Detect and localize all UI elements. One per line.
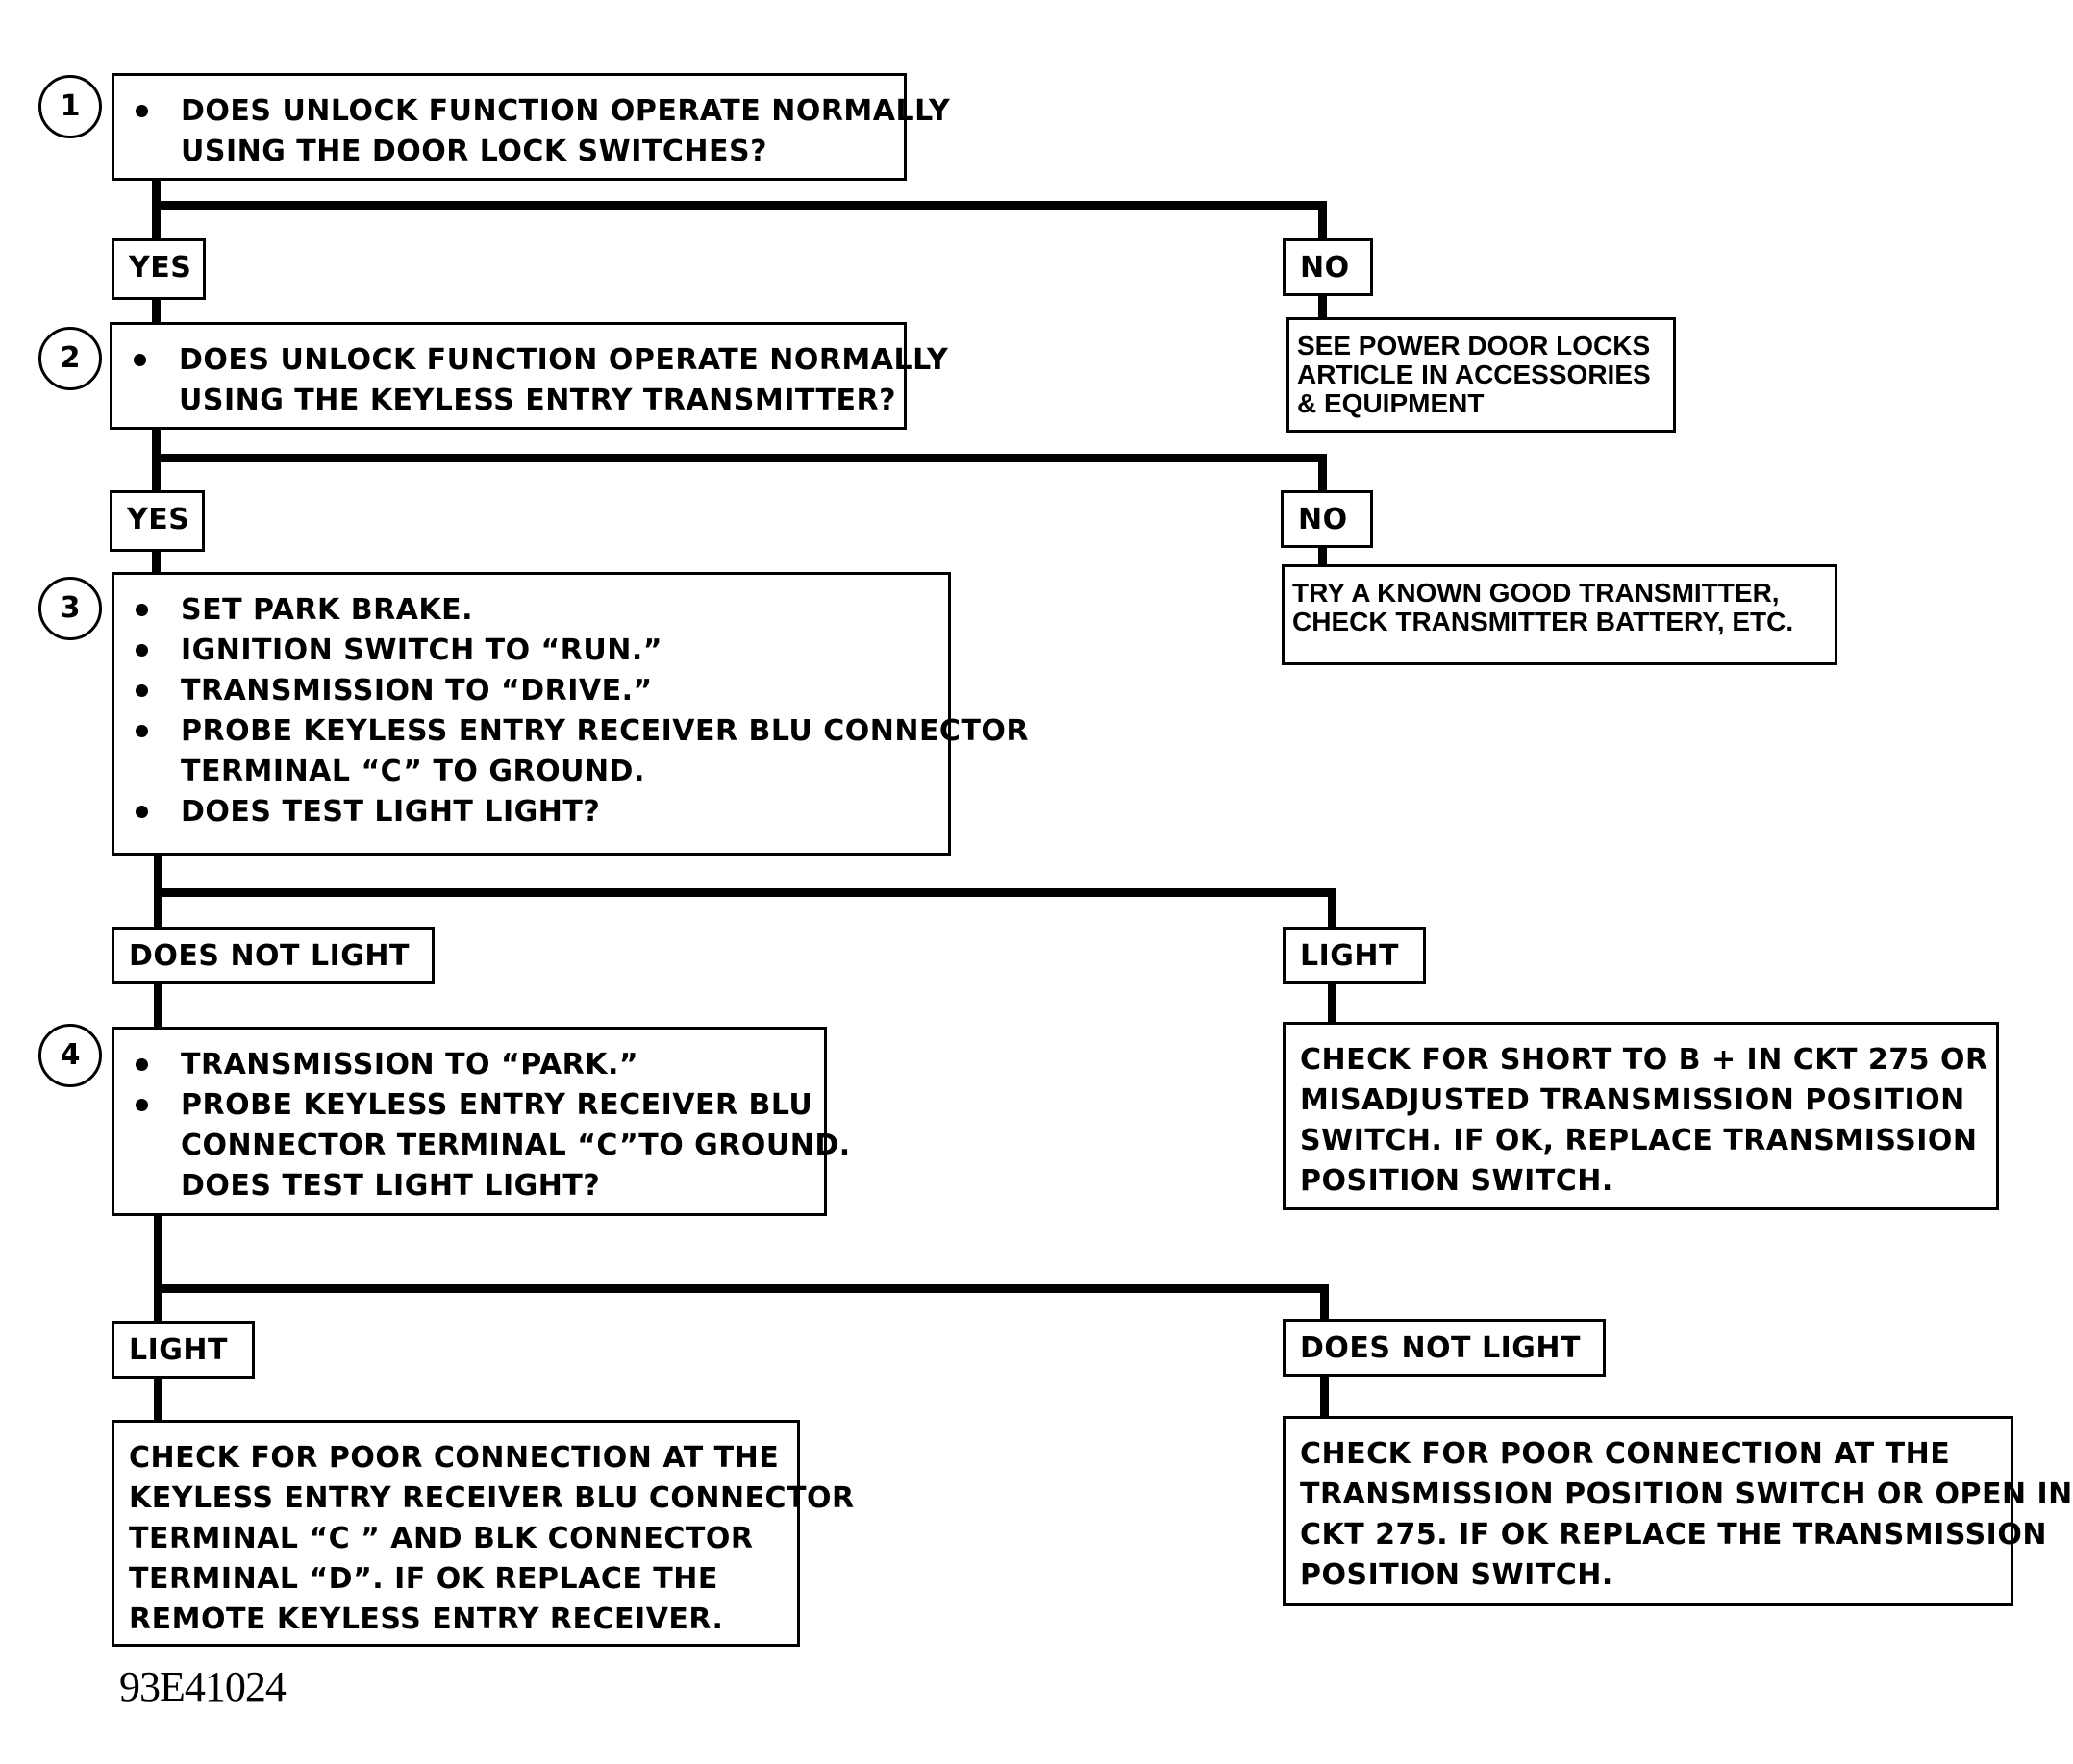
text-line: REMOTE KEYLESS ENTRY RECEIVER. <box>129 1603 724 1636</box>
text-line: MISADJUSTED TRANSMISSION POSITION <box>1300 1083 1965 1117</box>
text-line: POSITION SWITCH. <box>1300 1164 1613 1198</box>
connector-line <box>1318 546 1327 566</box>
text-line: TRANSMISSION POSITION SWITCH OR OPEN IN <box>1300 1478 2073 1511</box>
branch-label-light: LIGHT <box>112 1321 255 1379</box>
connector-line <box>1318 454 1327 492</box>
text-line: POSITION SWITCH. <box>1300 1558 1613 1592</box>
bullet-line: IGNITION SWITCH TO “RUN.” <box>134 631 938 671</box>
text-line: SWITCH. IF OK, REPLACE TRANSMISSION <box>1300 1124 1978 1157</box>
connector-line <box>1328 982 1336 1022</box>
branch-label-does-not-light: DOES NOT LIGHT <box>112 927 435 984</box>
connector-line <box>1318 201 1327 239</box>
connector-line <box>1320 1375 1329 1418</box>
text-line: CHECK FOR SHORT TO B + IN CKT 275 OR <box>1300 1043 1988 1077</box>
text-line: USING THE DOOR LOCK SWITCHES? <box>181 135 767 168</box>
step-number-circle: 1 <box>38 75 102 138</box>
step-3-question-box: SET PARK BRAKE.IGNITION SWITCH TO “RUN.”… <box>112 572 1029 856</box>
connector-line <box>152 454 1327 462</box>
figure-id: 93E41024 <box>119 1663 287 1710</box>
bullet-line: SET PARK BRAKE. <box>134 590 938 631</box>
connector-line <box>152 298 161 325</box>
step-4-question-box: TRANSMISSION TO “PARK.”PROBE KEYLESS ENT… <box>112 1027 851 1216</box>
connector-line <box>1320 1284 1329 1321</box>
bullet-line: PROBE KEYLESS ENTRY RECEIVER BLU CONNECT… <box>134 711 1029 752</box>
text-line: CKT 275. IF OK REPLACE THE TRANSMISSION <box>1300 1518 2047 1552</box>
outcome-box-replace-keyless-entry-receiver: CHECK FOR POOR CONNECTION AT THE KEYLESS … <box>112 1420 855 1647</box>
bullet-line: DOES TEST LIGHT LIGHT? <box>134 792 938 832</box>
step-number-circle: 4 <box>38 1024 102 1087</box>
connector-line <box>154 888 1336 897</box>
step-number-circle: 3 <box>38 577 102 640</box>
branch-label-no: NO <box>1281 490 1373 548</box>
bullet-line: TRANSMISSION TO “DRIVE.” <box>134 671 938 711</box>
step-number-circle: 2 <box>38 327 102 390</box>
connector-line <box>152 201 1327 210</box>
branch-label-no: NO <box>1283 238 1373 296</box>
text-line: CHECK FOR POOR CONNECTION AT THE <box>1300 1437 1951 1471</box>
text-line: DOES TEST LIGHT LIGHT? <box>181 1169 601 1203</box>
text-line: USING THE KEYLESS ENTRY TRANSMITTER? <box>179 384 897 417</box>
bullet-line: DOES UNLOCK FUNCTION OPERATE NORMALLY <box>134 91 950 132</box>
text-line: CONNECTOR TERMINAL “C”TO GROUND. <box>181 1129 851 1162</box>
connector-line <box>154 1377 162 1420</box>
bullet-line: PROBE KEYLESS ENTRY RECEIVER BLU <box>134 1085 814 1126</box>
text-line: TRY A KNOWN GOOD TRANSMITTER, <box>1292 578 1780 608</box>
branch-label-yes: YES <box>110 490 205 552</box>
text-line: CHECK TRANSMITTER BATTERY, ETC. <box>1292 607 1794 636</box>
text-line: TERMINAL “C” TO GROUND. <box>181 755 645 788</box>
connector-line <box>152 550 161 576</box>
text-line: KEYLESS ENTRY RECEIVER BLU CONNECTOR <box>129 1481 855 1515</box>
bullet-line: TRANSMISSION TO “PARK.” <box>134 1045 814 1085</box>
branch-label-yes: YES <box>112 238 206 300</box>
text-line: CHECK FOR POOR CONNECTION AT THE <box>129 1441 780 1475</box>
text-line: & EQUIPMENT <box>1297 388 1485 418</box>
branch-label-light: LIGHT <box>1283 927 1426 984</box>
bullet-line: DOES UNLOCK FUNCTION OPERATE NORMALLY <box>132 340 948 381</box>
connector-line <box>154 982 162 1029</box>
connector-line <box>154 1284 1329 1293</box>
branch-label-does-not-light: DOES NOT LIGHT <box>1283 1319 1606 1377</box>
text-line: TERMINAL “D”. IF OK REPLACE THE <box>129 1562 718 1596</box>
outcome-box-try-known-good-transmitter: TRY A KNOWN GOOD TRANSMITTER,CHECK TRANS… <box>1282 564 1837 665</box>
connector-line <box>1318 294 1327 321</box>
text-line: SEE POWER DOOR LOCKS <box>1297 331 1651 360</box>
text-line: TERMINAL “C ” AND BLK CONNECTOR <box>129 1522 754 1555</box>
text-line: ARTICLE IN ACCESSORIES <box>1297 360 1651 389</box>
outcome-box-replace-transmission-position-switch: CHECK FOR POOR CONNECTION AT THE TRANSMIS… <box>1283 1416 2073 1606</box>
outcome-box-check-short-ckt-275: CHECK FOR SHORT TO B + IN CKT 275 OR MISA… <box>1283 1022 1999 1210</box>
connector-line <box>154 1214 162 1324</box>
connector-line <box>1328 888 1336 929</box>
